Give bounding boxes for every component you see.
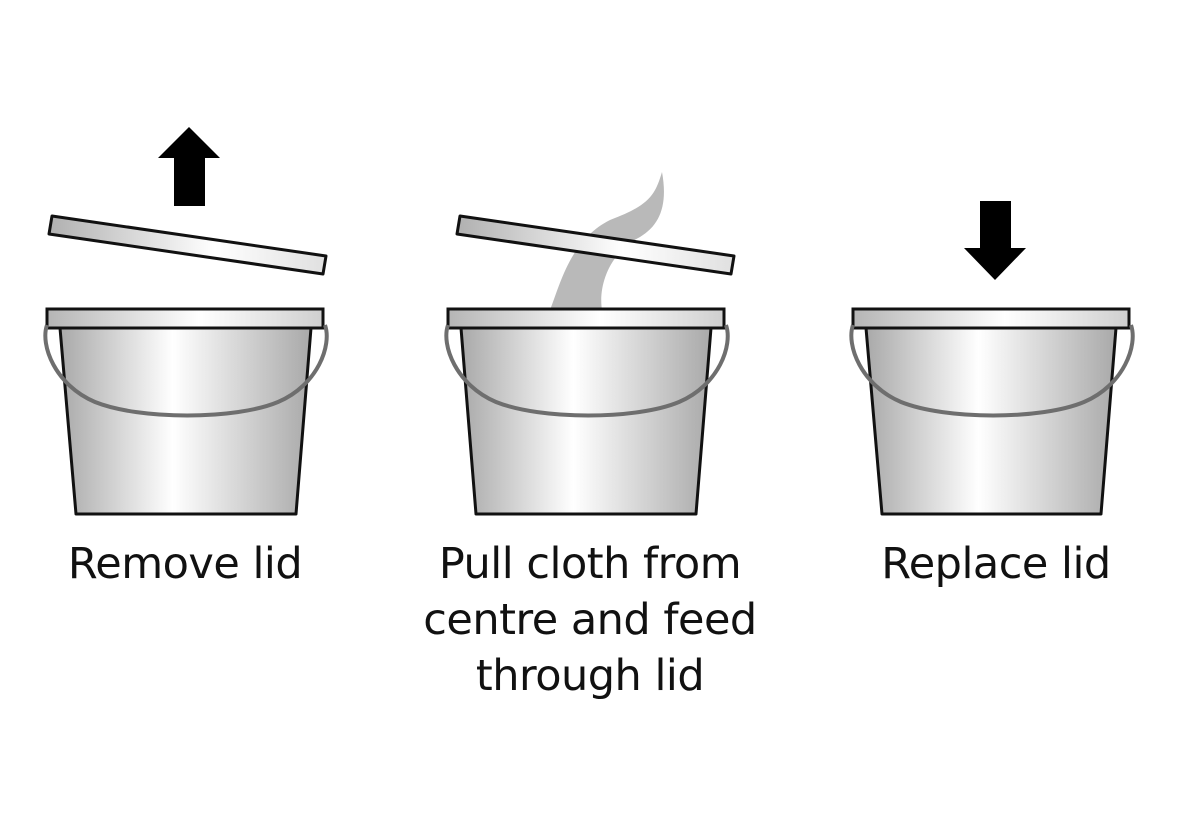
tilted-lid <box>47 214 328 276</box>
bucket-body <box>58 326 313 516</box>
bucket-body <box>864 326 1118 516</box>
bucket-handle <box>43 324 329 418</box>
step-3-illustration <box>849 201 1135 516</box>
step-3-label: Replace lid <box>806 536 1182 592</box>
step-2-label-line: Pull cloth from <box>438 539 742 589</box>
arrow-up-icon <box>158 127 220 206</box>
step-1-label-line: Remove lid <box>67 539 303 589</box>
bucket-body <box>459 326 713 516</box>
bucket-rim <box>45 307 325 330</box>
bucket-rim <box>446 307 726 330</box>
step-1-label: Remove lid <box>0 536 375 592</box>
step-1-illustration <box>43 127 329 516</box>
arrow-down-icon <box>964 201 1026 280</box>
step-2-label: Pull cloth from centre and feed through … <box>400 536 780 704</box>
bucket-handle <box>444 324 730 418</box>
tilted-lid <box>455 214 736 276</box>
step-2-label-line: through lid <box>475 651 705 701</box>
bucket-handle <box>849 324 1135 418</box>
bucket-rim <box>851 307 1131 330</box>
step-3-label-line: Replace lid <box>881 539 1111 589</box>
step-2-illustration <box>444 172 736 516</box>
step-2-label-line: centre and feed <box>423 595 757 645</box>
